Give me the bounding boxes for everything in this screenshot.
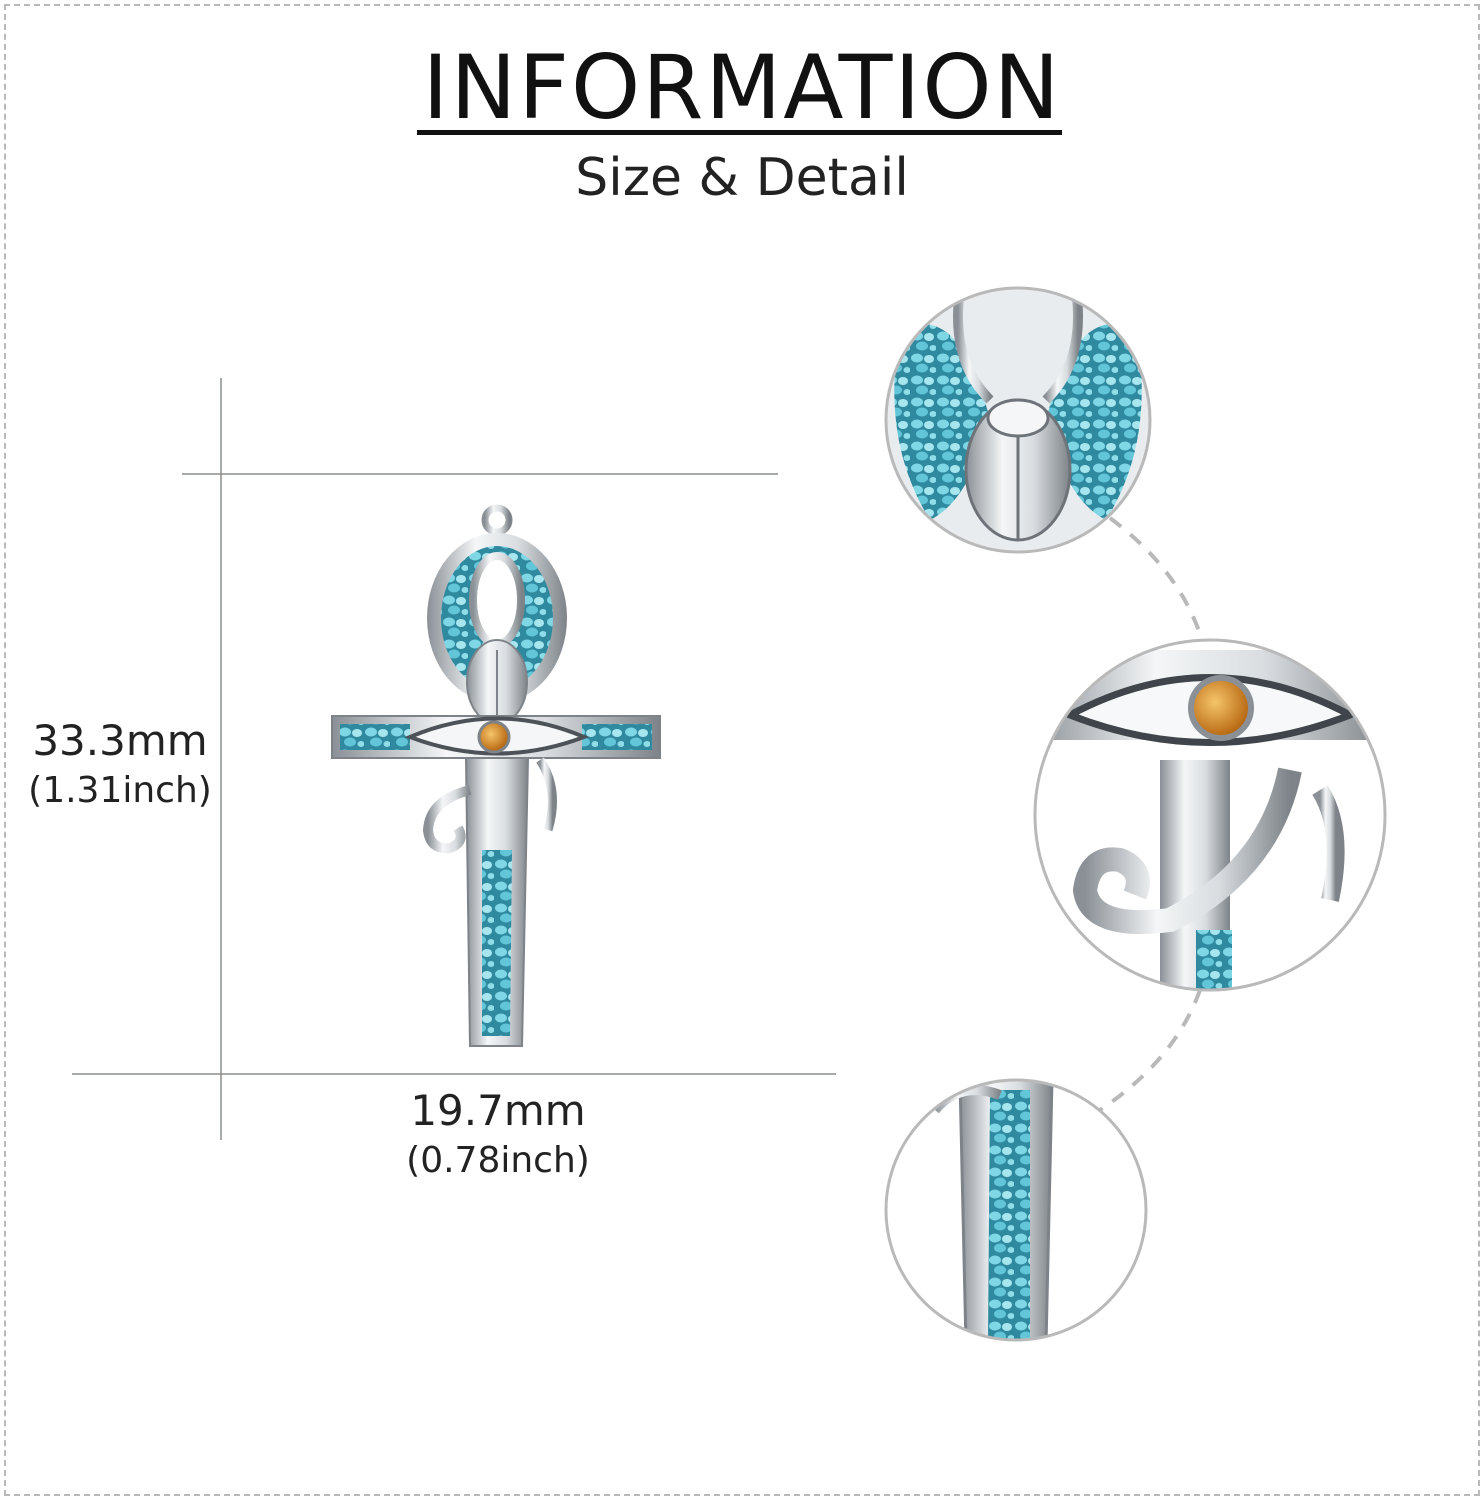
height-mm-label: 33.3mm xyxy=(32,716,208,765)
dimension-guides xyxy=(72,378,836,1140)
title-underline xyxy=(417,130,1062,135)
detail-connectors xyxy=(1098,516,1204,1112)
scarab-detail-icon xyxy=(884,286,1152,554)
page-subtitle: Size & Detail xyxy=(575,148,909,208)
height-inch-label: (1.31inch) xyxy=(28,770,212,811)
connector-eye-stem xyxy=(1098,989,1202,1112)
eye-of-horus-detail-icon xyxy=(1033,638,1387,992)
turquoise-stem-detail-icon xyxy=(884,1078,1148,1342)
dashed-frame xyxy=(4,4,1480,1496)
connector-scarab-eye xyxy=(1108,516,1204,641)
page-title: INFORMATION xyxy=(422,36,1062,139)
width-mm-label: 19.7mm xyxy=(410,1086,586,1135)
ankh-pendant-icon xyxy=(331,504,661,1047)
width-inch-label: (0.78inch) xyxy=(406,1140,590,1181)
